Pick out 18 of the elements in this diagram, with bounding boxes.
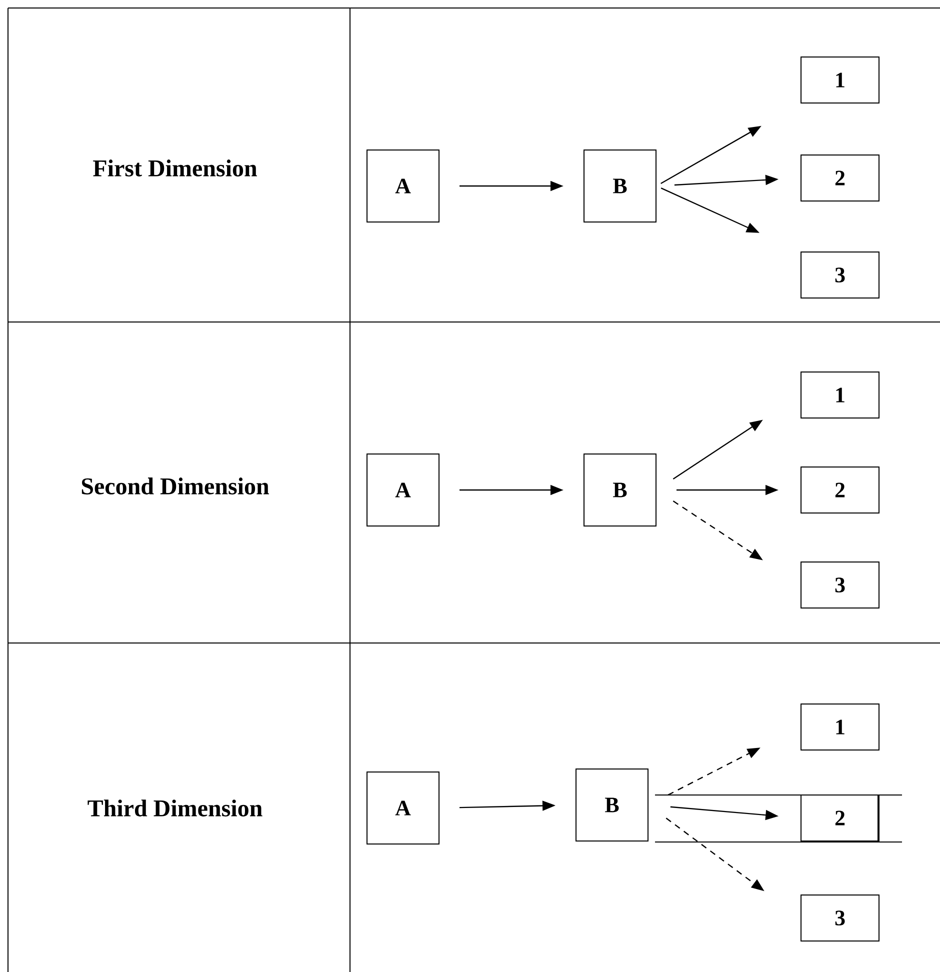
letter-box: 1 bbox=[800, 704, 880, 750]
letter-box: A bbox=[366, 150, 440, 222]
letter-box: B bbox=[584, 454, 656, 526]
letter-box: 2 bbox=[800, 154, 880, 202]
row-heading: Third Dimension bbox=[88, 800, 262, 816]
row-heading: Second Dimension bbox=[82, 478, 269, 494]
letter-box: B bbox=[584, 150, 656, 222]
letter-box: 3 bbox=[800, 562, 880, 608]
letter-box: A bbox=[366, 454, 440, 526]
letter-box: 1 bbox=[800, 372, 880, 418]
letter-box: 1 bbox=[800, 56, 880, 104]
letter-box: 2 bbox=[800, 466, 880, 514]
letter-box: 3 bbox=[800, 894, 880, 942]
row-heading: First Dimension bbox=[93, 160, 257, 176]
letter-box: B bbox=[576, 768, 648, 842]
letter-box: A bbox=[366, 772, 440, 844]
letter-box: 2 bbox=[800, 794, 880, 842]
letter-box: 3 bbox=[800, 252, 880, 298]
